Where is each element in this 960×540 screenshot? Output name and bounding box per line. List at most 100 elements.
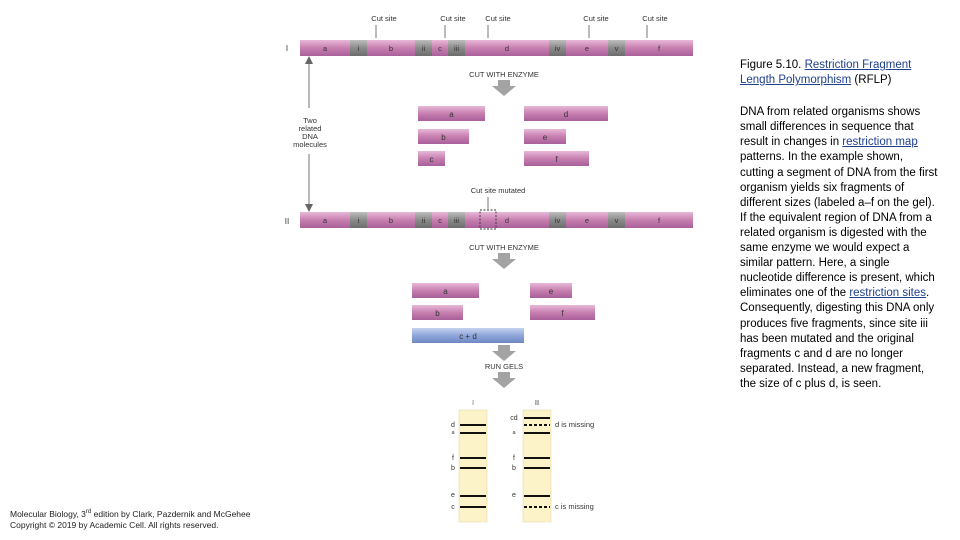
gel-lane-1-header: I: [472, 398, 474, 407]
gel-lane-2-labels: cd a f b e: [510, 415, 518, 499]
cut-site-ticks: [375, 25, 648, 38]
dna-segment-label: d: [505, 44, 509, 53]
cut-with-enzyme-label: CUT WITH ENZYME: [469, 243, 539, 252]
dna-cut-site-v: [608, 40, 625, 56]
down-arrow: [492, 253, 516, 269]
caption-title: Figure 5.10. Restriction Fragment Length…: [740, 58, 940, 88]
dna-segment-label: iv: [555, 216, 561, 225]
dna-cut-site-iv: [549, 40, 566, 56]
relation-arrow: [305, 56, 313, 212]
dna-segment-b: [367, 212, 415, 228]
cut-site-label: Cut site: [485, 14, 510, 23]
caption-body: DNA from related organisms shows small d…: [740, 105, 940, 392]
footer-line-2: Copyright © 2019 by Academic Cell. All r…: [10, 519, 219, 530]
figure-number: Figure 5.10.: [740, 59, 802, 71]
dna-segment-label: e: [585, 216, 589, 225]
gel-lane-2: [522, 409, 552, 523]
fragment-label-b: b: [435, 309, 440, 318]
dna-segment-label: i: [358, 44, 360, 53]
two-related-line: molecules: [293, 140, 327, 149]
dna-cut-site-i: [350, 40, 367, 56]
down-arrow: [492, 372, 516, 388]
cut-site-label: Cut site: [371, 14, 396, 23]
gel-lane-2-bands: [524, 417, 550, 497]
dna-segment-label: iv: [555, 44, 561, 53]
fragment-label-f: f: [561, 309, 564, 318]
dna-segment-label: ii: [422, 44, 426, 53]
dna-segment-label: f: [658, 44, 661, 53]
two-related-line: related: [299, 124, 322, 133]
figure-caption: Figure 5.10. Restriction Fragment Length…: [740, 58, 940, 409]
dna-cut-site-iv: [549, 212, 566, 228]
dna-segment-label: iii: [454, 44, 459, 53]
dna-segment-c: [432, 40, 448, 56]
cut-site-label: Cut site: [583, 14, 608, 23]
footer-text: edition by Clark, Pazdernik and McGehee: [91, 508, 251, 519]
dna-segment-f: [625, 212, 693, 228]
band-label: a: [451, 430, 455, 436]
dna-segment-d: [465, 40, 549, 56]
band-label: e: [451, 492, 455, 499]
c-missing-label: c is missing: [555, 502, 594, 511]
dna-cut-site-iii: [448, 40, 465, 56]
dna-segment-label: a: [323, 216, 328, 225]
gel-lane-2-header: II: [535, 398, 539, 407]
dna-cut-site-v: [608, 212, 625, 228]
gel-lane-1-labels: d a f b e c: [451, 422, 455, 511]
missing-band-markers: [524, 424, 550, 508]
molecule-2-label: II: [285, 217, 289, 226]
down-arrow: [492, 345, 516, 361]
fragment-label-a: a: [449, 110, 454, 119]
fragment-label-c: c: [430, 155, 434, 164]
dna-segment-a: [300, 40, 350, 56]
dna-segment-c: [432, 212, 448, 228]
caption-text: . Consequently, digesting this DNA only …: [740, 287, 935, 390]
dna-segment-b: [367, 40, 415, 56]
cut-site-label: Cut site: [642, 14, 667, 23]
dna-cut-site-ii: [415, 40, 432, 56]
fragments-1: a b c d e f: [418, 106, 608, 166]
dna-segment-e: [566, 212, 608, 228]
dna-cut-site-iii: [448, 212, 465, 228]
two-related-line: Two: [303, 116, 317, 125]
dna-segment-e: [566, 40, 608, 56]
gel-lane-1-bands: [460, 424, 486, 508]
caption-text: patterns. In the example shown, cutting …: [740, 151, 938, 300]
dna-segment-label: e: [585, 44, 589, 53]
band-label: f: [513, 455, 515, 462]
footer-sup: rd: [85, 509, 92, 515]
dna-segment-label: c: [438, 44, 442, 53]
dna-cut-site-ii: [415, 212, 432, 228]
fragment-label-e: e: [543, 133, 548, 142]
dna-segment-label: b: [389, 44, 393, 53]
mutation-highlight: [479, 209, 497, 230]
footer-text: Molecular Biology, 3: [10, 508, 86, 519]
footer-line-1: Molecular Biology, 3rd edition by Clark,…: [10, 507, 251, 520]
dna-segment-f: [625, 40, 693, 56]
two-related-line: DNA: [302, 132, 318, 141]
dna-cut-site-i: [350, 212, 367, 228]
dna-segment-label: f: [658, 216, 661, 225]
down-arrow: [492, 80, 516, 96]
restriction-map-link[interactable]: restriction map: [842, 136, 918, 149]
fragments-2: a b c + d e f: [412, 283, 595, 343]
dna-segment-label: b: [389, 216, 393, 225]
dna-segment-label: a: [323, 44, 328, 53]
fragment-label-a: a: [443, 287, 448, 296]
fragment-label-b: b: [441, 133, 446, 142]
dna-segment-label: iii: [454, 216, 459, 225]
dna-segment-label: d: [505, 216, 509, 225]
dna-segment-label: v: [615, 216, 619, 225]
dna-segment-label: i: [358, 216, 360, 225]
dna-segment-label: ii: [422, 216, 426, 225]
fragment-label-d: d: [564, 110, 568, 119]
fragment-label-e: e: [549, 287, 554, 296]
fragment-label-cd: c + d: [459, 332, 477, 341]
dna-segment-d: [465, 212, 549, 228]
band-label: c: [451, 504, 455, 511]
rflp-link[interactable]: Restriction Fragment Length Polymorphism: [740, 59, 912, 87]
restriction-sites-link[interactable]: restriction sites: [849, 287, 927, 300]
cut-site-mutated-label: Cut site mutated: [471, 186, 526, 195]
